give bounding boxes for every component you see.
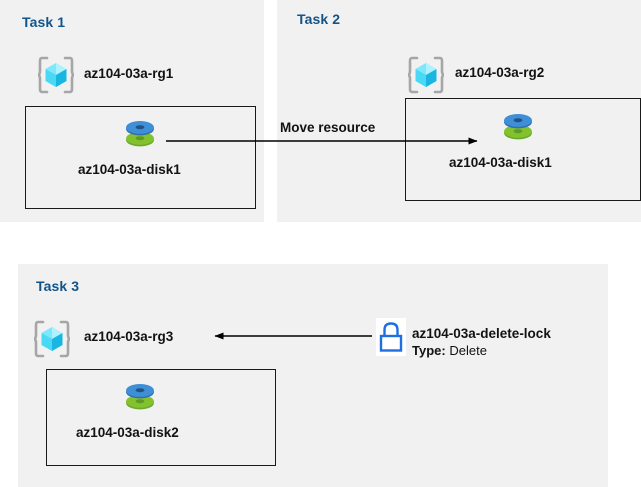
- task3-panel: [18, 264, 608, 487]
- lock-type-value: Delete: [449, 343, 487, 358]
- task2-panel: [277, 0, 641, 222]
- task1-resource-container: [25, 106, 256, 209]
- disk-name-task3: az104-03a-disk2: [76, 425, 179, 440]
- task3-resource-container: [46, 369, 276, 466]
- resource-group-icon: [407, 56, 445, 94]
- lock-name: az104-03a-delete-lock: [412, 326, 551, 341]
- resource-group-name-rg3: az104-03a-rg3: [84, 329, 174, 344]
- disk-name-task2: az104-03a-disk1: [449, 155, 552, 170]
- managed-disk-icon: [122, 378, 158, 414]
- resource-group-name-rg2: az104-03a-rg2: [455, 65, 545, 80]
- disk-name-task1: az104-03a-disk1: [78, 162, 181, 177]
- managed-disk-icon: [500, 108, 536, 144]
- resource-group-name-rg1: az104-03a-rg1: [84, 66, 174, 81]
- task2-label: Task 2: [297, 11, 341, 27]
- lock-icon: [376, 318, 406, 356]
- managed-disk-icon: [122, 115, 158, 151]
- task3-label: Task 3: [36, 278, 80, 294]
- lock-type-label: Type:: [412, 343, 446, 358]
- lock-type-row: Type: Delete: [412, 343, 487, 358]
- move-resource-arrow-label: Move resource: [280, 120, 376, 135]
- task1-panel: [0, 0, 264, 222]
- resource-group-icon: [33, 320, 71, 358]
- resource-group-icon: [37, 56, 75, 94]
- task1-label: Task 1: [22, 14, 66, 30]
